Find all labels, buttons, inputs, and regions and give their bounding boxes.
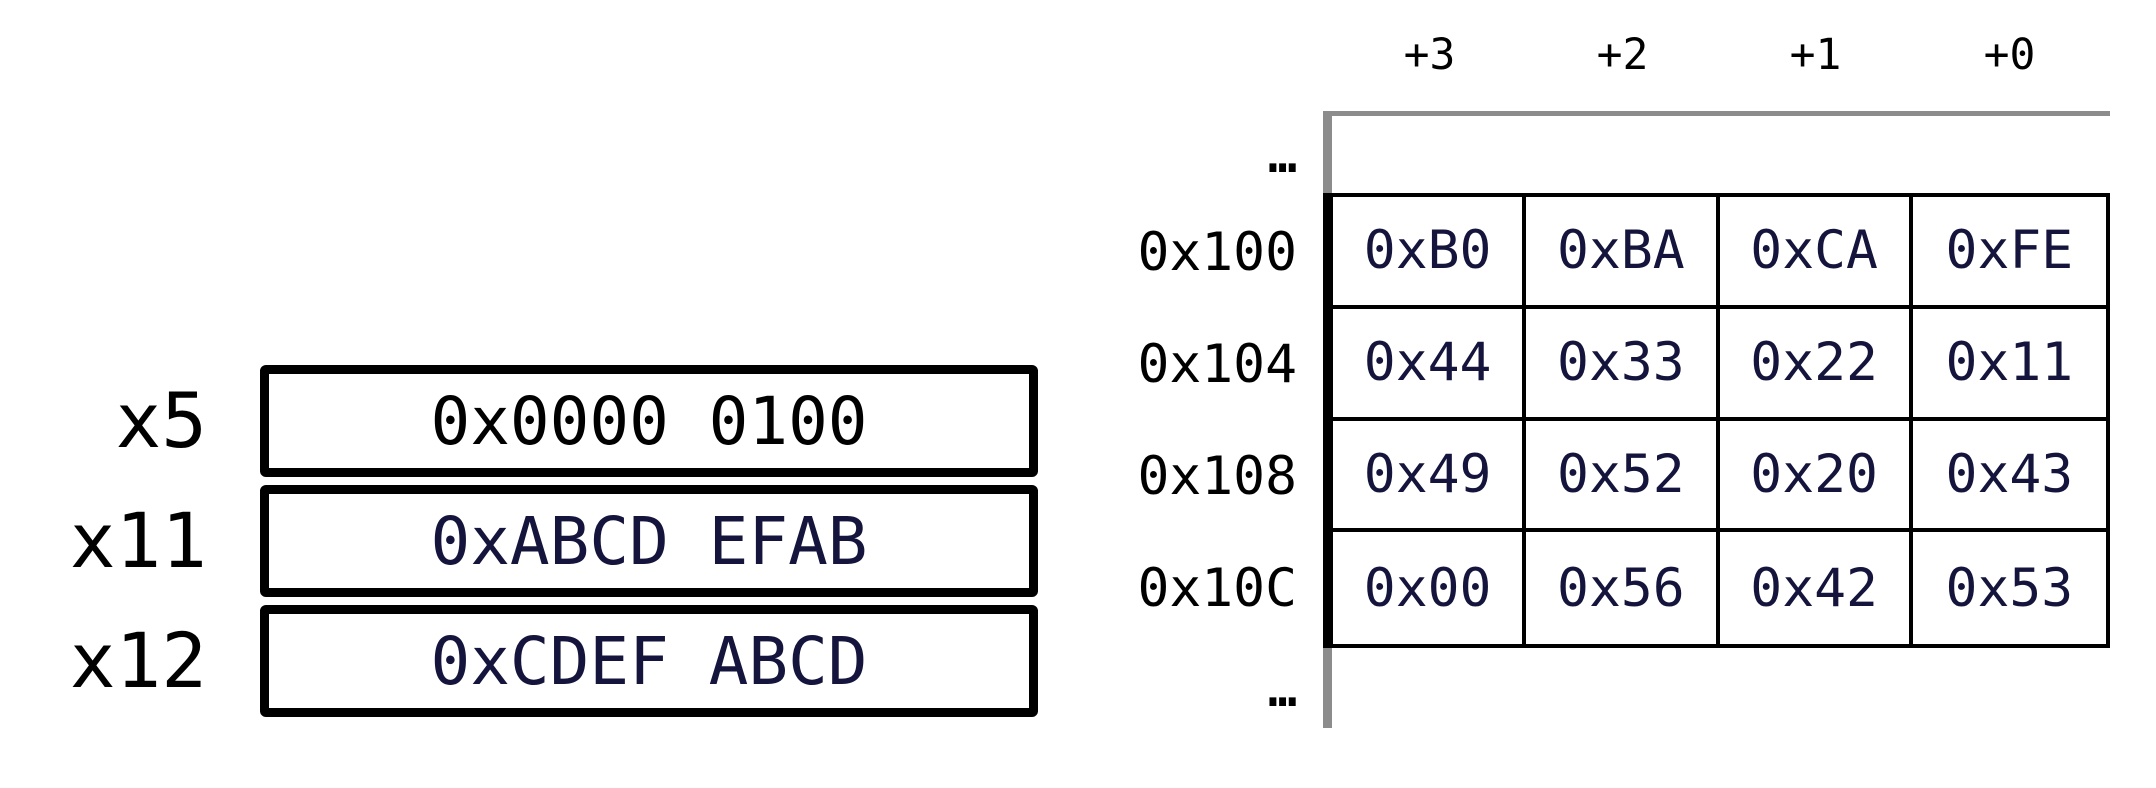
memory-cell: 0x20: [1719, 420, 1913, 533]
memory-cell: 0x53: [1912, 532, 2106, 644]
register-box-x11: 0xABCD EFAB: [260, 485, 1038, 597]
register-label-x11: x11: [69, 496, 207, 585]
register-label-x12: x12: [69, 616, 207, 705]
memory-cell: 0x42: [1719, 532, 1913, 644]
memory-cell: 0xFE: [1912, 197, 2106, 309]
memory-cell: 0xCA: [1719, 197, 1913, 309]
memory-extent-line-top: [1323, 111, 2110, 116]
memory-cell: 0x22: [1719, 308, 1913, 421]
register-box-x12: 0xCDEF ABCD: [260, 605, 1038, 717]
memory-cell: 0x11: [1912, 308, 2106, 421]
memory-col-header-plus0: +0: [1983, 30, 2036, 80]
memory-cell: 0xB0: [1333, 197, 1527, 309]
memory-cell: 0xBA: [1526, 197, 1720, 309]
memory-address-0x100: 0x100: [1137, 222, 1297, 283]
register-label-x5: x5: [115, 376, 207, 465]
memory-address-0x104: 0x104: [1137, 334, 1297, 395]
memory-cell: 0x43: [1912, 420, 2106, 533]
memory-address-0x108: 0x108: [1137, 446, 1297, 507]
memory-col-header-plus3: +3: [1403, 30, 1456, 80]
memory-ellipsis-top: …: [1268, 128, 1297, 184]
memory-cell: 0x49: [1333, 420, 1527, 533]
memory-address-0x10C: 0x10C: [1137, 558, 1297, 619]
register-value-x5: 0x0000 0100: [430, 382, 868, 460]
memory-col-header-plus1: +1: [1789, 30, 1842, 80]
memory-cell: 0x33: [1526, 308, 1720, 421]
memory-col-header-plus2: +2: [1596, 30, 1649, 80]
memory-byte-grid: 0xB0 0xBA 0xCA 0xFE 0x44 0x33 0x22 0x11 …: [1323, 193, 2110, 648]
register-box-x5: 0x0000 0100: [260, 365, 1038, 477]
memory-ellipsis-bottom: …: [1268, 662, 1297, 718]
memory-cell: 0x52: [1526, 420, 1720, 533]
memory-cell: 0x56: [1526, 532, 1720, 644]
register-value-x11: 0xABCD EFAB: [430, 502, 868, 580]
memory-cell: 0x00: [1333, 532, 1527, 644]
register-value-x12: 0xCDEF ABCD: [430, 622, 868, 700]
memory-cell: 0x44: [1333, 308, 1527, 421]
